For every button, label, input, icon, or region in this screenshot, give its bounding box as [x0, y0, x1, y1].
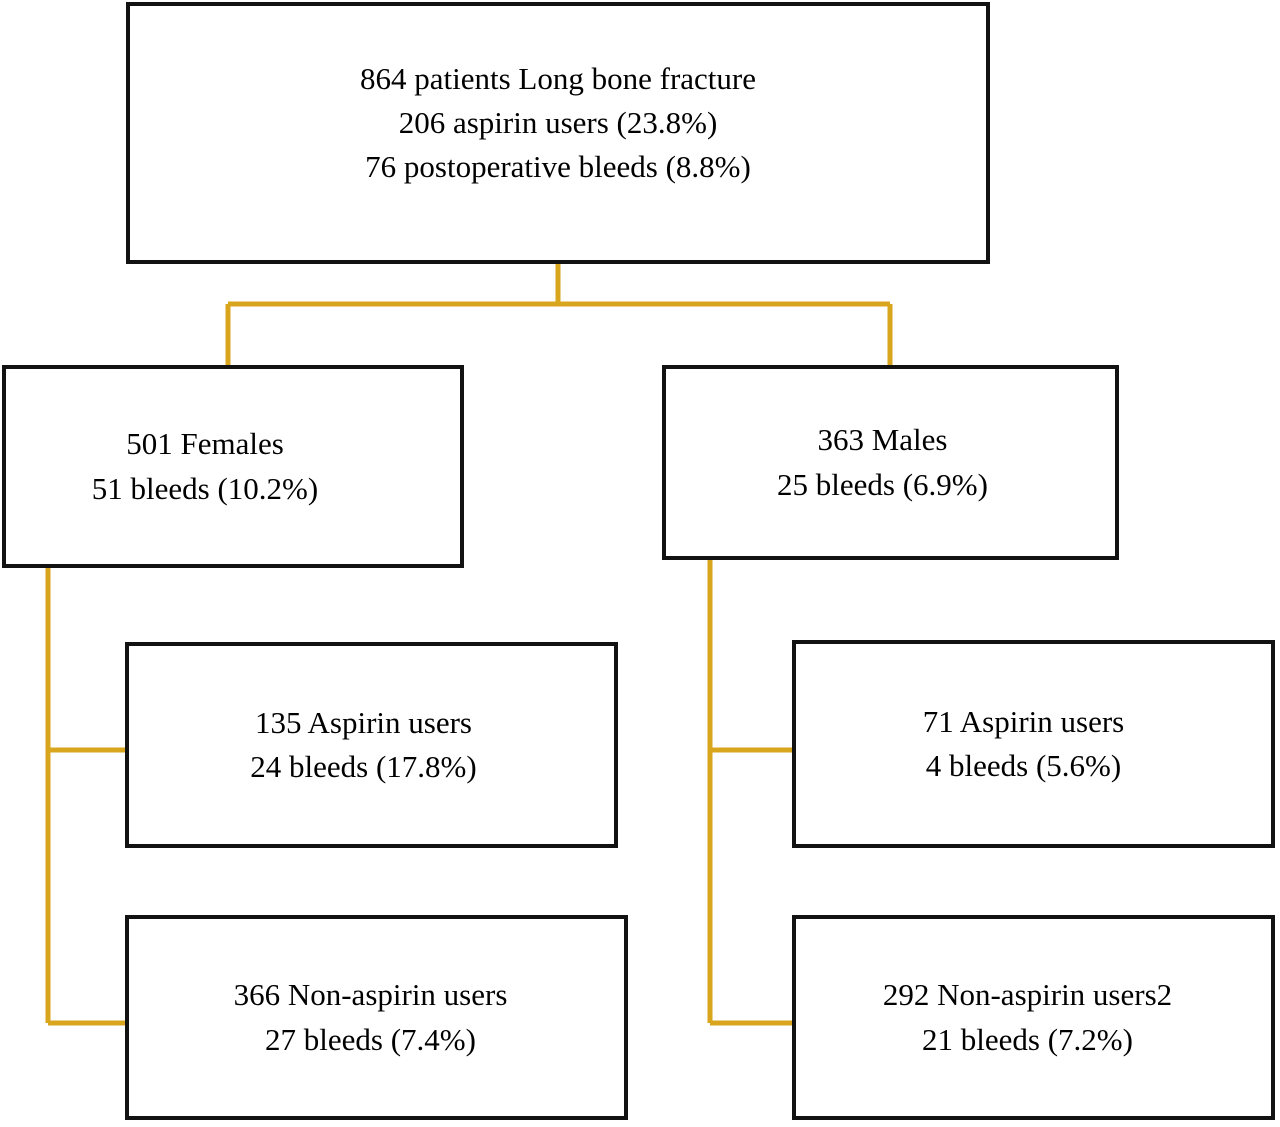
node-female-aspirin[interactable]: 135 Aspirin users 24 bleeds (17.8%) [125, 642, 618, 848]
node-male-line-2: 25 bleeds (6.9%) [777, 466, 988, 502]
node-male[interactable]: 363 Males 25 bleeds (6.9%) [662, 365, 1119, 560]
node-male-nonaspirin-text: 292 Non-aspirin users2 21 bleeds (7.2%) [796, 973, 1265, 1061]
node-female[interactable]: 501 Females 51 bleeds (10.2%) [2, 365, 464, 568]
node-root-line-3: 76 postoperative bleeds (8.8%) [365, 149, 751, 184]
node-female-nonaspirin-line-2: 27 bleeds (7.4%) [265, 1021, 476, 1057]
node-female-nonaspirin-line-1: 366 Non-aspirin users [233, 977, 508, 1013]
node-root-text: 864 patients Long bone fracture 206 aspi… [130, 57, 986, 189]
node-female-line-2: 51 bleeds (10.2%) [91, 470, 319, 506]
node-male-nonaspirin-line-2: 21 bleeds (7.2%) [922, 1021, 1133, 1057]
node-female-aspirin-line-2: 24 bleeds (17.8%) [250, 749, 477, 784]
node-male-aspirin[interactable]: 71 Aspirin users 4 bleeds (5.6%) [792, 640, 1275, 848]
node-male-aspirin-line-2: 4 bleeds (5.6%) [925, 748, 1122, 783]
node-female-aspirin-text: 135 Aspirin users 24 bleeds (17.8%) [129, 701, 606, 789]
node-male-line-1: 363 Males [817, 422, 948, 458]
node-root-line-2: 206 aspirin users (23.8%) [398, 104, 718, 140]
node-female-aspirin-line-1: 135 Aspirin users [255, 704, 472, 740]
node-female-nonaspirin[interactable]: 366 Non-aspirin users 27 bleeds (7.4%) [125, 915, 628, 1120]
node-male-aspirin-line-1: 71 Aspirin users [922, 703, 1125, 739]
node-male-nonaspirin[interactable]: 292 Non-aspirin users2 21 bleeds (7.2%) [792, 915, 1275, 1120]
node-male-aspirin-text: 71 Aspirin users 4 bleeds (5.6%) [796, 700, 1261, 788]
node-root-line-1: 864 patients Long bone fracture [360, 60, 756, 96]
node-male-nonaspirin-line-1: 292 Non-aspirin users2 [882, 977, 1173, 1013]
node-male-text: 363 Males 25 bleeds (6.9%) [666, 418, 1107, 506]
node-female-nonaspirin-text: 366 Non-aspirin users 27 bleeds (7.4%) [129, 973, 618, 1061]
node-female-text: 501 Females 51 bleeds (10.2%) [6, 422, 432, 510]
node-female-line-1: 501 Females [126, 426, 284, 462]
node-root[interactable]: 864 patients Long bone fracture 206 aspi… [126, 2, 990, 264]
